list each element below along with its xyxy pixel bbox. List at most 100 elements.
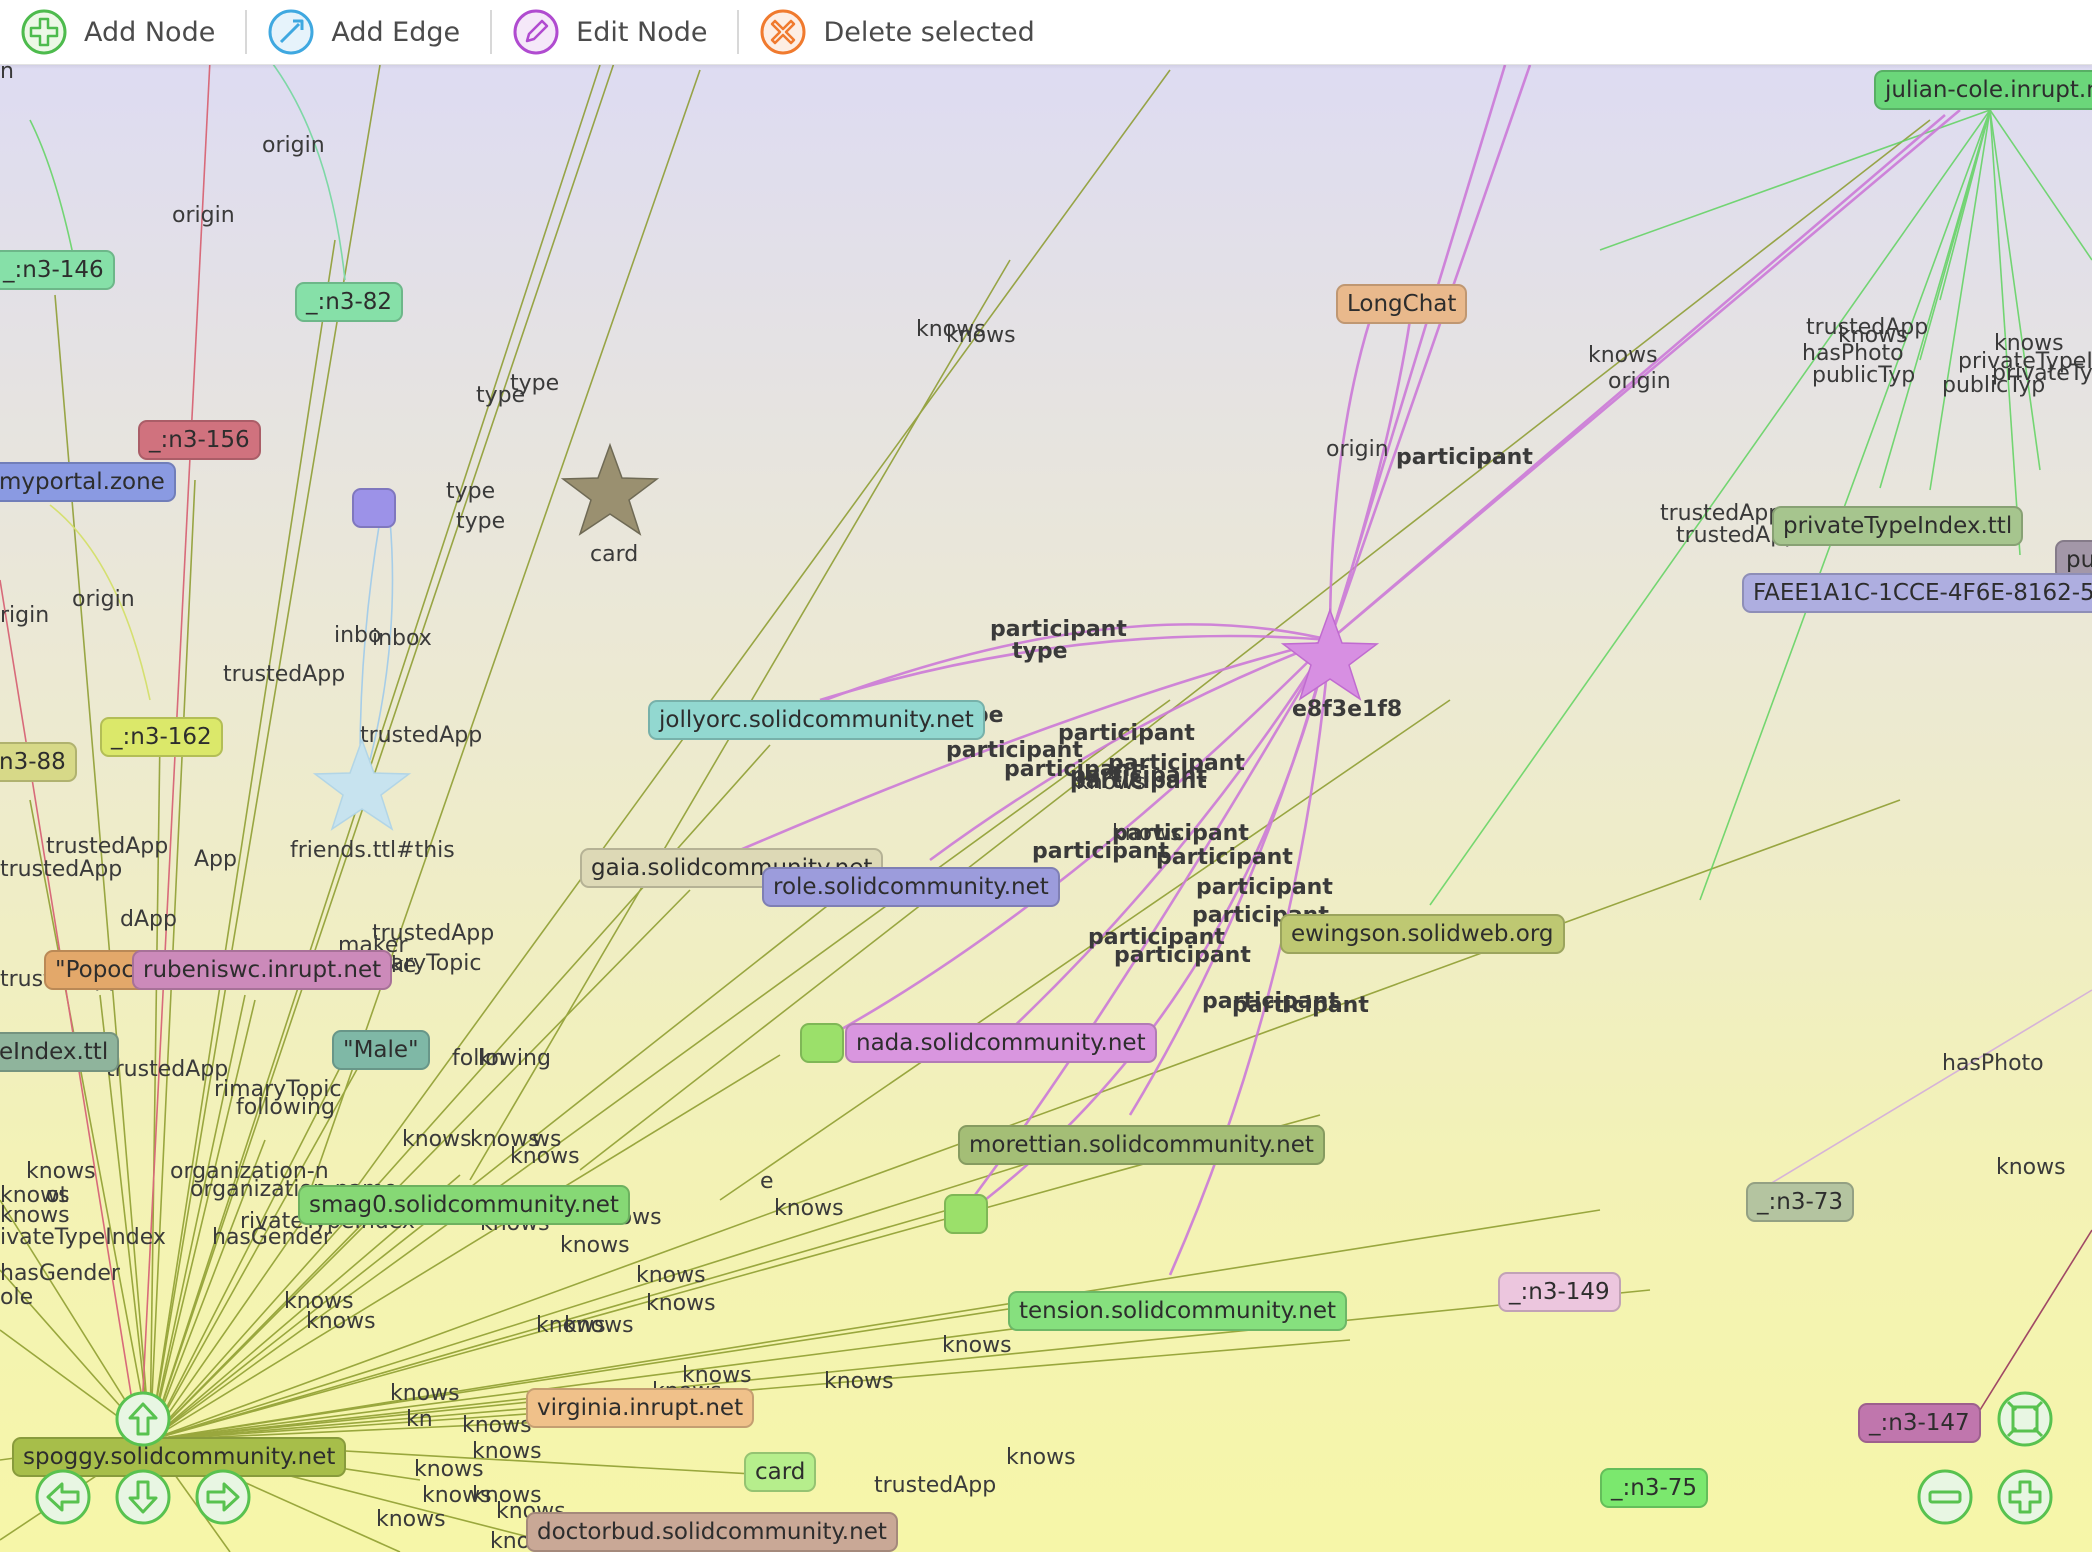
edge-label: kn — [406, 1407, 433, 1432]
edge-label: type — [476, 383, 525, 408]
edge-label: publicTyp — [1942, 373, 2045, 398]
add-node-button[interactable]: Add Node — [0, 0, 245, 64]
node-empty-green-1[interactable] — [800, 1023, 844, 1063]
star-icon — [1280, 607, 1380, 701]
node-n3-82[interactable]: _:n3-82 — [295, 282, 404, 322]
edge-label: following — [236, 1095, 335, 1120]
pan-left-button[interactable] — [34, 1468, 92, 1526]
node-card[interactable]: card — [744, 1452, 817, 1492]
edge-label: following — [452, 1046, 551, 1071]
node-empty-purple[interactable] — [352, 488, 396, 528]
edge-label: knows — [0, 1183, 70, 1208]
edge-label: knows — [1076, 770, 1146, 795]
edge-label: knows — [472, 1483, 542, 1508]
node-rubeniswc[interactable]: rubeniswc.inrupt.net — [132, 950, 393, 990]
edge-label: knows — [946, 323, 1016, 348]
delete-selected-button[interactable]: Delete selected — [739, 0, 1064, 64]
edge-label: knows — [284, 1289, 354, 1314]
node-n3-73[interactable]: _:n3-73 — [1746, 1182, 1855, 1222]
node-n3-88[interactable]: n3-88 — [0, 742, 77, 782]
arrow-left-icon — [35, 1469, 91, 1525]
node-smag0[interactable]: smag0.solidcommunity.net — [298, 1185, 630, 1225]
pan-down-button[interactable] — [114, 1468, 172, 1526]
node-longchat[interactable]: LongChat — [1336, 284, 1468, 324]
edge-label: knows — [564, 1313, 634, 1338]
node-role[interactable]: role.solidcommunity.net — [762, 867, 1060, 907]
node-n3-162[interactable]: _:n3-162 — [100, 717, 223, 757]
edge-label: participant — [1156, 845, 1293, 870]
edge-label: participant — [1004, 757, 1141, 782]
edge-label: trustedApp — [874, 1473, 996, 1498]
edge-label: knows — [682, 1363, 752, 1388]
node-morettian[interactable]: morettian.solidcommunity.net — [958, 1125, 1325, 1165]
edge-label: type — [1012, 639, 1068, 664]
edge-label: rimaryTopic — [214, 1077, 341, 1102]
node-jollyorc[interactable]: jollyorc.solidcommunity.net — [648, 700, 985, 740]
node-virginia[interactable]: virginia.inrupt.net — [526, 1388, 755, 1428]
edge-label: hasGender — [212, 1225, 333, 1250]
edge-label: knows — [646, 1291, 716, 1316]
node-n3-156[interactable]: _:n3-156 — [138, 420, 261, 460]
e8f3e1f8-star-node[interactable]: e8f3e1f8 — [1280, 607, 1402, 722]
node-ewingson[interactable]: ewingson.solidweb.org — [1280, 914, 1565, 954]
edge-label: hasPhoto — [1942, 1051, 2044, 1076]
node-male[interactable]: "Male" — [332, 1030, 430, 1070]
pan-right-button[interactable] — [194, 1468, 252, 1526]
toolbar-separator — [490, 10, 493, 54]
node-nada[interactable]: nada.solidcommunity.net — [845, 1023, 1157, 1063]
edge-label: participant — [1196, 875, 1333, 900]
node-julian-cole[interactable]: julian-cole.inrupt.net — [1874, 70, 2092, 110]
minus-icon — [1917, 1469, 1973, 1525]
arrow-down-icon — [115, 1469, 171, 1525]
edge-label: ivateTypeIndex — [0, 1225, 166, 1250]
node-n3-75[interactable]: _:n3-75 — [1600, 1468, 1709, 1508]
edge-label: ws — [532, 1127, 561, 1152]
node-private-type-index[interactable]: privateTypeIndex.ttl — [1772, 506, 2024, 546]
edge-label: inbo — [334, 623, 381, 648]
node-faee[interactable]: FAEE1A1C-1CCE-4F6E-8162-5B — [1742, 573, 2092, 613]
edge-label: knows — [1112, 821, 1182, 846]
add-node-label: Add Node — [84, 16, 216, 48]
node-tension[interactable]: tension.solidcommunity.net — [1008, 1291, 1347, 1331]
arrow-up-icon — [115, 1391, 171, 1447]
graph-toolbar: Add Node Add Edge Edit Node Delete selec… — [0, 0, 2092, 65]
edge-label: participant — [1032, 839, 1169, 864]
friends-star-node[interactable]: friends.ttl#this — [290, 737, 455, 863]
edge-label: privateTypeIndex — [1958, 349, 2092, 374]
edge-label: participant — [1202, 989, 1339, 1014]
edge-label: kn — [478, 1046, 505, 1071]
edge-label: participant — [1396, 445, 1533, 470]
zoom-extends-button[interactable] — [1996, 1390, 2054, 1448]
edge-label: dApp — [120, 907, 177, 932]
node-empty-green-2[interactable] — [944, 1194, 988, 1234]
node-n3-149[interactable]: _:n3-149 — [1498, 1272, 1621, 1312]
star-icon — [312, 737, 412, 831]
delete-icon — [760, 9, 806, 55]
node-n3-147[interactable]: _:n3-147 — [1858, 1403, 1981, 1443]
edit-node-button[interactable]: Edit Node — [492, 0, 737, 64]
edge-label: participant — [1112, 821, 1249, 846]
node-myportal-zone[interactable]: myportal.zone — [0, 462, 176, 502]
card-star-node[interactable]: card — [560, 442, 660, 567]
edge-label: participant — [1058, 721, 1195, 746]
edge-label: participant — [1108, 751, 1245, 776]
pan-up-button[interactable] — [114, 1390, 172, 1448]
edge-label: origin — [172, 203, 235, 228]
node-doctorbud[interactable]: doctorbud.solidcommunity.net — [526, 1512, 898, 1552]
edge-label: origin — [72, 587, 135, 612]
edge-label: origin — [262, 133, 325, 158]
zoom-in-button[interactable] — [1996, 1468, 2054, 1526]
node-eindex[interactable]: eIndex.ttl — [0, 1032, 120, 1072]
edge-label: trustedApp — [106, 1057, 228, 1082]
edge-label: participant — [1114, 943, 1251, 968]
edge-label: knows — [422, 1483, 492, 1508]
zoom-out-button[interactable] — [1916, 1468, 1974, 1526]
edge-label: participant — [1070, 769, 1207, 794]
node-n3-146[interactable]: _:n3-146 — [0, 250, 115, 290]
card-star-label: card — [590, 542, 638, 567]
edge-label: e — [760, 1169, 774, 1194]
edge-label: n — [0, 59, 14, 84]
add-edge-button[interactable]: Add Edge — [247, 0, 490, 64]
